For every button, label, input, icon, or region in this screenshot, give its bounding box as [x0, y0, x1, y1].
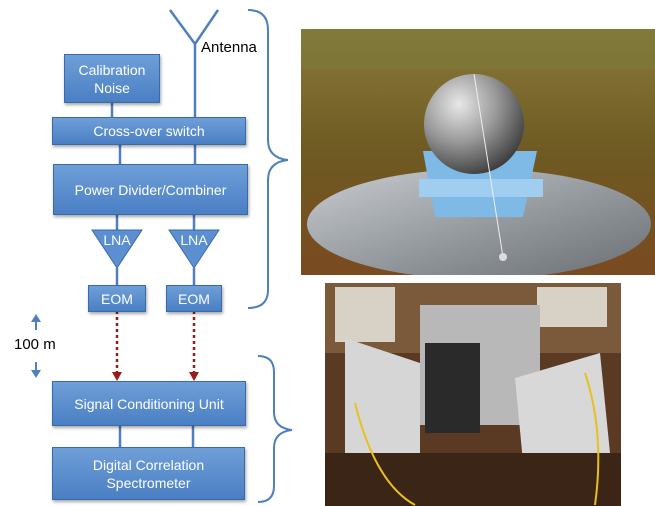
cross-over-switch-block: Cross-over switch [52, 117, 246, 145]
lna-right-label: LNA [180, 232, 208, 248]
eom-right-block: EOM [166, 285, 222, 312]
brace-bottom [257, 355, 293, 503]
lna-left-label: LNA [103, 232, 131, 248]
digital-correlation-block: Digital Correlation Spectrometer [52, 447, 245, 500]
lna-left-triangle [91, 229, 143, 269]
lna-right-triangle [168, 229, 220, 269]
eom-left-block: EOM [88, 285, 146, 312]
brace-top [247, 9, 289, 309]
antenna-photo [301, 29, 655, 275]
antenna-icon [168, 9, 220, 118]
signal-conditioning-block: Signal Conditioning Unit [52, 381, 246, 426]
distance-label: 100 m [14, 336, 56, 353]
power-divider-block: Power Divider/Combiner [53, 164, 248, 215]
electronics-photo [325, 283, 621, 506]
calibration-noise-block: Calibration Noise [64, 54, 160, 103]
antenna-label: Antenna [201, 39, 257, 56]
